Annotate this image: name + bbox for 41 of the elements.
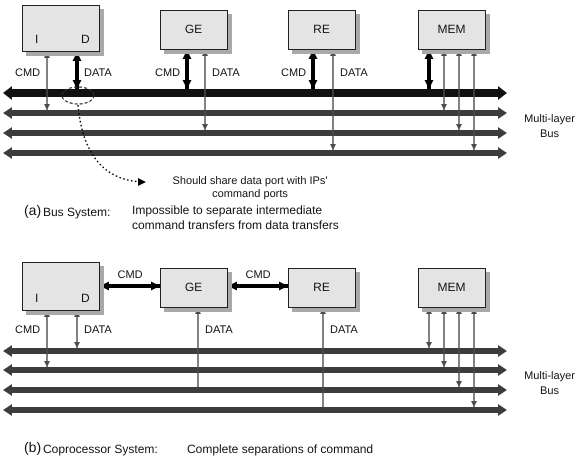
edge-label: CMD [15,324,40,337]
bus-bar [3,404,507,416]
module-label: GE [184,22,204,36]
edge-label: CMD [155,67,180,80]
caption-heading: Coprocessor System: [43,442,158,457]
caption-text: Impossible to separate intermediate command transfers from data transfers [132,203,340,233]
module-label: MEM [436,280,466,294]
module-label: MEM [436,22,466,36]
bus-bar [3,147,507,159]
edge-label: CMD [118,269,143,282]
edge-label: DATA [205,324,233,337]
edge-label: CMD [246,269,271,282]
edge-label: DATA [212,67,240,80]
caption-text: Complete separations of command [187,442,374,457]
edge-label: CMD [15,67,40,80]
dotted-leader-arrow [77,104,146,186]
edge-label: DATA [84,324,112,337]
edge-label: DATA [84,67,112,80]
module-label: RE [312,280,331,294]
module-label: GE [184,280,204,294]
bus-label: Multi-layer Bus [523,112,576,142]
bus-bar [3,345,507,357]
caption-heading: Bus System: [43,205,110,220]
bus-bar [3,127,507,139]
bus-bar [3,107,507,119]
port-label: I [35,292,38,305]
edge-label: DATA [340,67,368,80]
note-text: Should share data port with IPs' command ports [150,175,350,201]
edge-label: DATA [330,324,358,337]
bus-bar [3,86,507,100]
bus-bar [3,364,507,376]
module-label: RE [312,22,331,36]
port-label: D [81,33,90,46]
bus-label: Multi-layer Bus [523,369,576,399]
panel-label: (a) [24,203,42,218]
port-label: D [81,292,90,305]
panel-label: (b) [24,440,42,455]
edge-label: CMD [281,67,306,80]
port-label: I [35,33,38,46]
bus-bar [3,384,507,396]
highlight-ellipse [61,86,95,105]
